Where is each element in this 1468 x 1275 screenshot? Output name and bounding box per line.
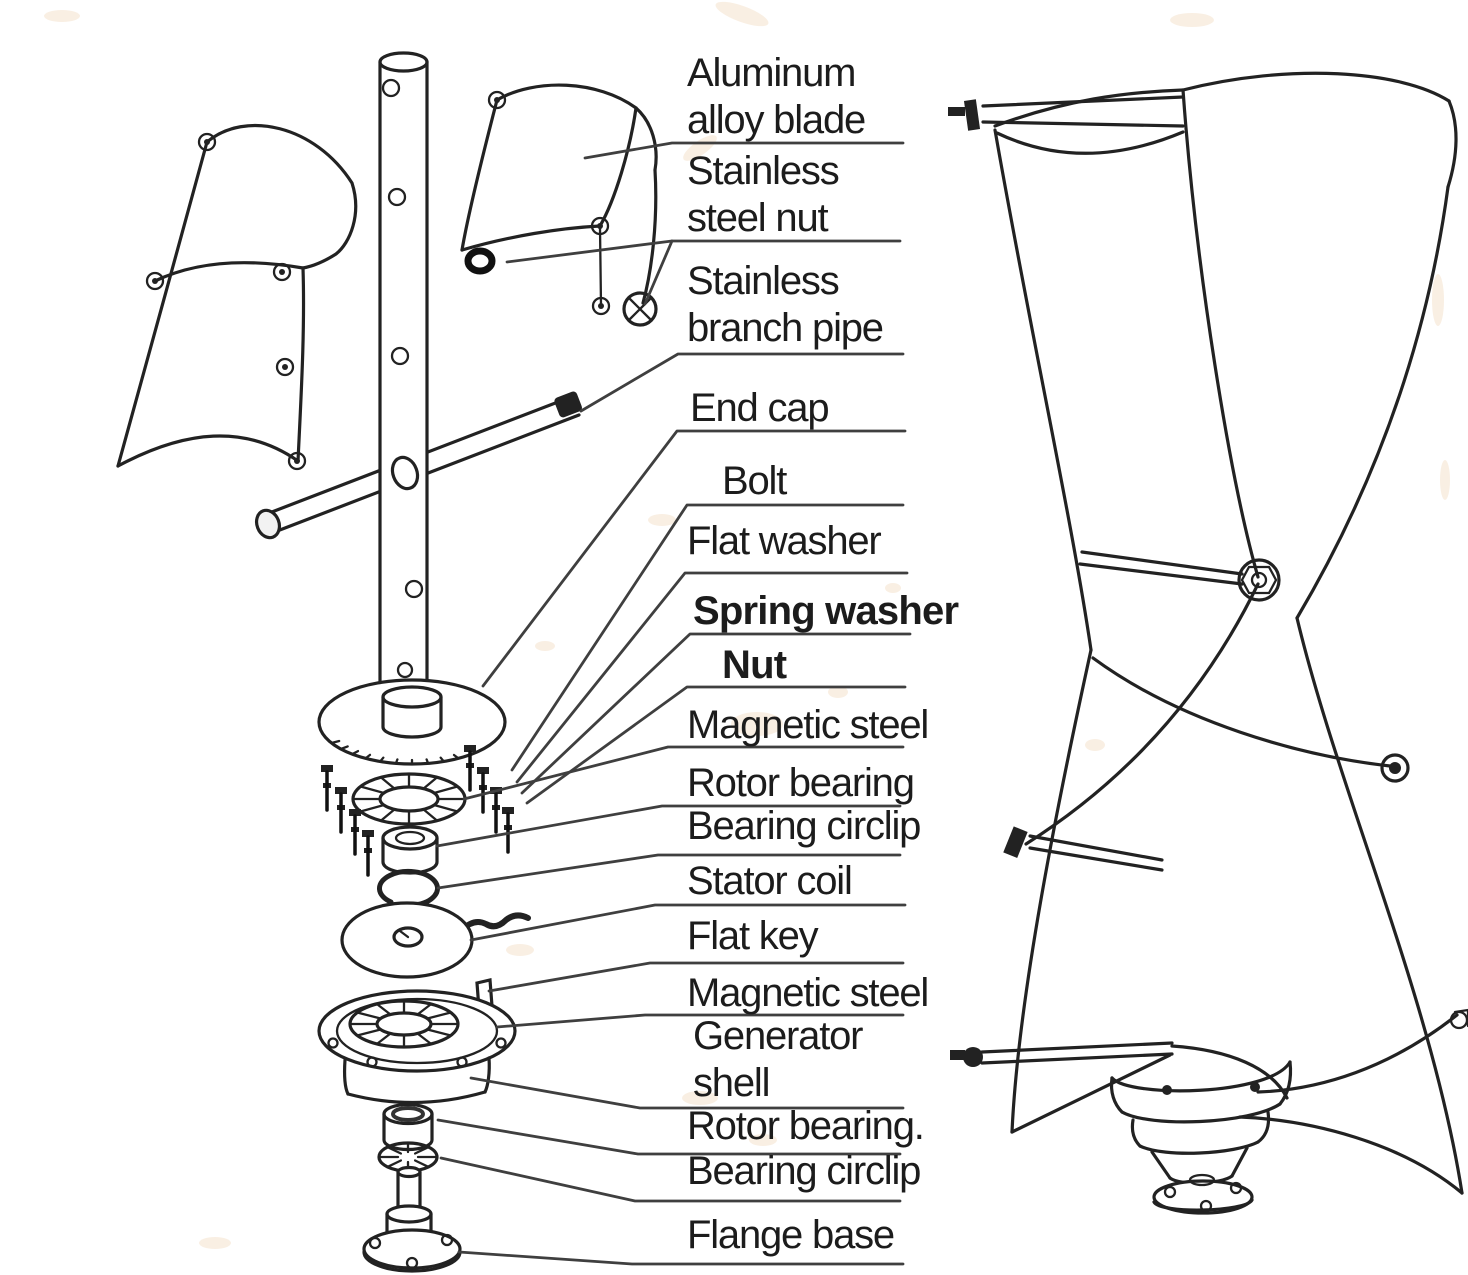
label-flange-base: Flange base (687, 1213, 895, 1257)
bolt-left-edge (1003, 826, 1028, 858)
bottom-support-arm (950, 1041, 1289, 1100)
label-stator-coil: Stator coil (687, 859, 853, 903)
label-magnetic-steel-2: Magnetic steel (687, 971, 929, 1015)
bearing-circlip-part (376, 868, 440, 908)
top-support-arm (948, 95, 1185, 131)
rotor-bearing-2-part (382, 1102, 434, 1152)
flange-base-part (362, 1165, 462, 1273)
shell-magnet-ring (348, 999, 460, 1049)
label-rotor-bearing: Rotor bearing (687, 761, 915, 805)
label-flat-key: Flat key (687, 914, 819, 958)
label-spring-washer: Spring washer (693, 589, 959, 633)
label-bolt: Bolt (722, 459, 787, 503)
label-aluminum-alloy-blade: Aluminum alloy blade (687, 51, 866, 142)
exploded-view (116, 51, 658, 1273)
assembled-turbine (948, 71, 1468, 1215)
label-bearing-circlip: Bearing circlip (687, 804, 921, 848)
generator-base (1109, 1060, 1293, 1215)
end-cap-part (381, 685, 443, 739)
label-end-cap: End cap (690, 386, 830, 430)
hex-nut-upper (1237, 558, 1281, 602)
label-flat-washer: Flat washer (687, 519, 882, 563)
magnetic-steel-ring (351, 772, 467, 826)
disc-hatching (330, 739, 460, 766)
bolt-lower-right (1449, 1010, 1468, 1030)
aluminum-blade-left (116, 123, 358, 471)
rotor-bearing-part (381, 825, 439, 875)
label-stainless-steel-nut: Stainless steel nut (687, 149, 840, 240)
label-magnetic-steel: Magnetic steel (687, 703, 929, 747)
label-nut: Nut (722, 643, 787, 687)
blade-rivets (145, 132, 307, 471)
stator-coil-part (340, 901, 531, 979)
bolt-right-edge (1380, 753, 1410, 783)
label-rotor-bearing-2: Rotor bearing. (687, 1104, 925, 1148)
stainless-steel-nut-part (464, 247, 658, 327)
generator-shell-part (317, 978, 517, 1105)
middle-support-arms (1003, 550, 1468, 1030)
label-bearing-circlip-2: Bearing circlip (687, 1149, 921, 1193)
helical-blades (993, 71, 1468, 1195)
label-stainless-branch-pipe: Stainless branch pipe (687, 259, 884, 350)
label-generator-shell: Generator shell (693, 1014, 864, 1105)
leader-lines (435, 141, 912, 1266)
aluminum-blade-right (460, 83, 658, 327)
center-pole (378, 51, 429, 704)
